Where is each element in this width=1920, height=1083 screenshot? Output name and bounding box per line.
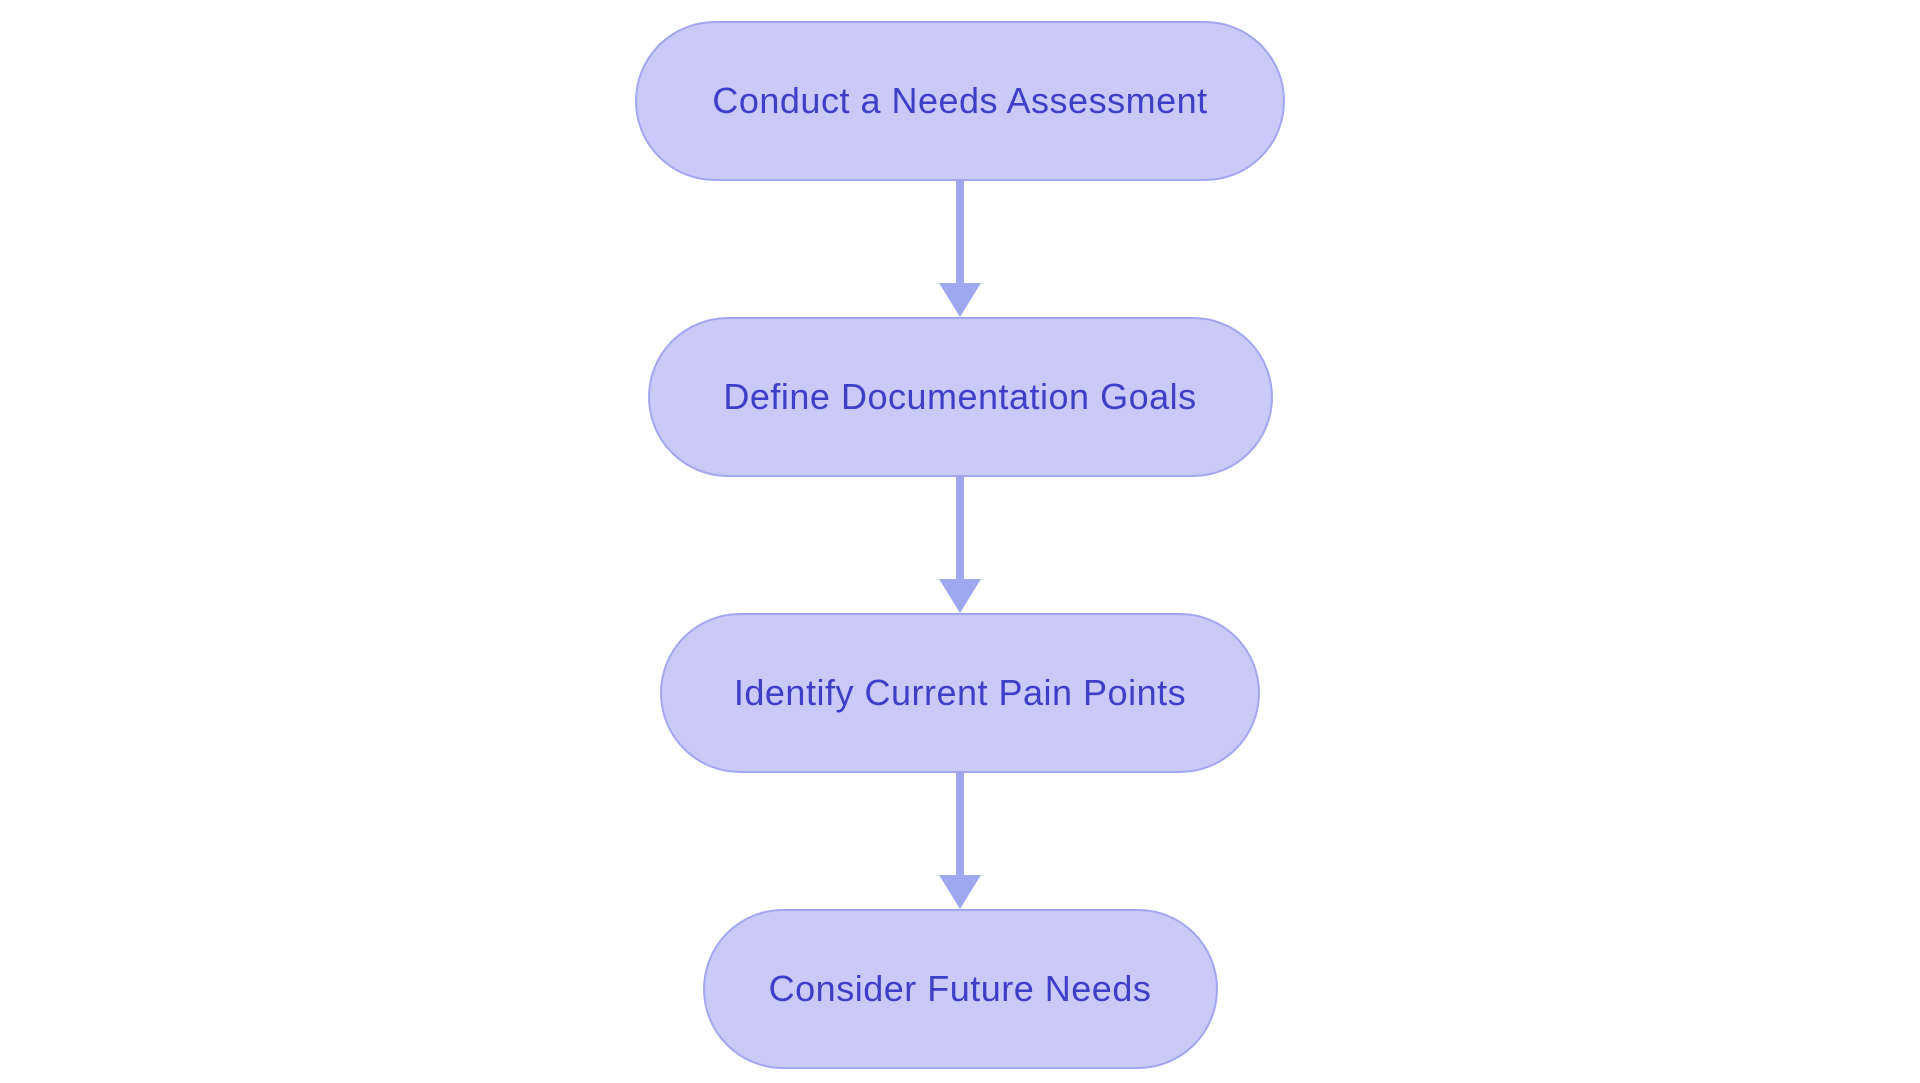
arrow-down-icon (939, 875, 981, 909)
arrow-shaft (956, 477, 964, 579)
flow-node-consider-future-needs: Consider Future Needs (702, 909, 1218, 1069)
arrow-shaft (956, 181, 964, 283)
flow-node-define-documentation-goals: Define Documentation Goals (647, 317, 1273, 477)
flow-node-label: Identify Current Pain Points (733, 672, 1187, 713)
arrow-down-icon (939, 579, 981, 613)
flow-node-label: Define Documentation Goals (723, 376, 1197, 417)
flowchart: Conduct a Needs Assessment Define Docume… (0, 21, 1920, 1069)
flow-arrow-1 (939, 181, 981, 317)
arrow-down-icon (939, 283, 981, 317)
flow-arrow-3 (939, 773, 981, 909)
flow-node-identify-current-pain-points: Identify Current Pain Points (660, 613, 1260, 773)
flow-node-conduct-needs-assessment: Conduct a Needs Assessment (635, 21, 1285, 181)
arrow-shaft (956, 773, 964, 875)
flow-arrow-2 (939, 477, 981, 613)
flow-node-label: Consider Future Needs (768, 968, 1152, 1009)
flow-node-label: Conduct a Needs Assessment (712, 80, 1208, 121)
